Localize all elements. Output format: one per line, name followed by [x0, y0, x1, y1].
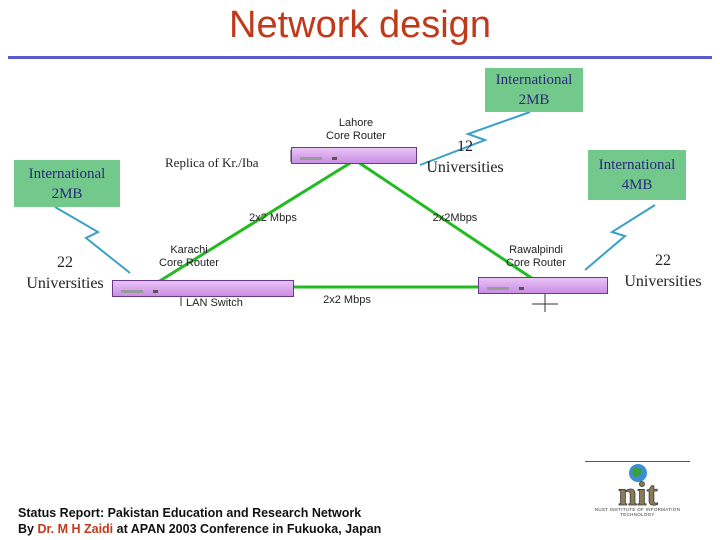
box-label: 2MB	[51, 185, 83, 202]
box-label: International	[495, 72, 573, 88]
universities-22-right-label: 22 Universities	[624, 252, 702, 290]
rawalpindi-router-label: Rawalpindi Core Router	[506, 244, 566, 269]
link-label-lahore-karachi: 2x2 Mbps	[249, 212, 297, 224]
nit-logo: nit	[618, 464, 659, 513]
universities-12-label: 12 Universities	[426, 138, 504, 176]
rawalpindi-core-router	[478, 277, 608, 294]
link-label-lahore-rawalpindi: 2x2Mbps	[432, 212, 478, 224]
box-label: International	[598, 157, 676, 173]
universities-22-left-label: 22 Universities	[26, 254, 104, 292]
footer-text: Status Report: Pakistan Education and Re…	[18, 505, 381, 537]
international-2mb-left-box: International 2MB	[14, 160, 120, 207]
lightning-bolt-icon	[419, 111, 531, 166]
link-lahore-rawalpindi	[354, 158, 546, 289]
lan-switch-label: LAN Switch	[186, 297, 243, 309]
lightning-bolt-icon	[54, 206, 131, 274]
replica-label: Replica of Kr./Iba	[165, 155, 259, 170]
box-label: International	[28, 165, 106, 182]
box-label: 2MB	[518, 92, 550, 108]
footer-line-1: Status Report: Pakistan Education and Re…	[18, 506, 362, 520]
link-label-karachi-rawalpindi: 2x2 Mbps	[323, 294, 371, 306]
footer-line-2: By Dr. M H Zaidi at APAN 2003 Conference…	[18, 522, 382, 536]
logo-divider	[585, 461, 690, 462]
page-title: Network design	[229, 4, 491, 46]
international-4mb-right-box: International 4MB	[588, 150, 686, 200]
logo-text: nit	[618, 476, 658, 513]
box-label: 4MB	[621, 177, 653, 193]
logo-caption: NUST INSTITUTE OF INFORMATION TECHNOLOGY	[594, 507, 681, 517]
lahore-core-router	[291, 147, 417, 164]
footer-author: Dr. M H Zaidi	[37, 522, 114, 536]
lightning-bolt-icon	[584, 204, 656, 271]
karachi-router-label: Karachi Core Router	[159, 244, 219, 269]
title-underline	[8, 56, 712, 59]
link-lahore-karachi	[149, 158, 356, 289]
international-2mb-top-box: International 2MB	[485, 68, 583, 112]
lahore-router-label: Lahore Core Router	[326, 117, 386, 142]
karachi-core-router	[112, 280, 294, 297]
